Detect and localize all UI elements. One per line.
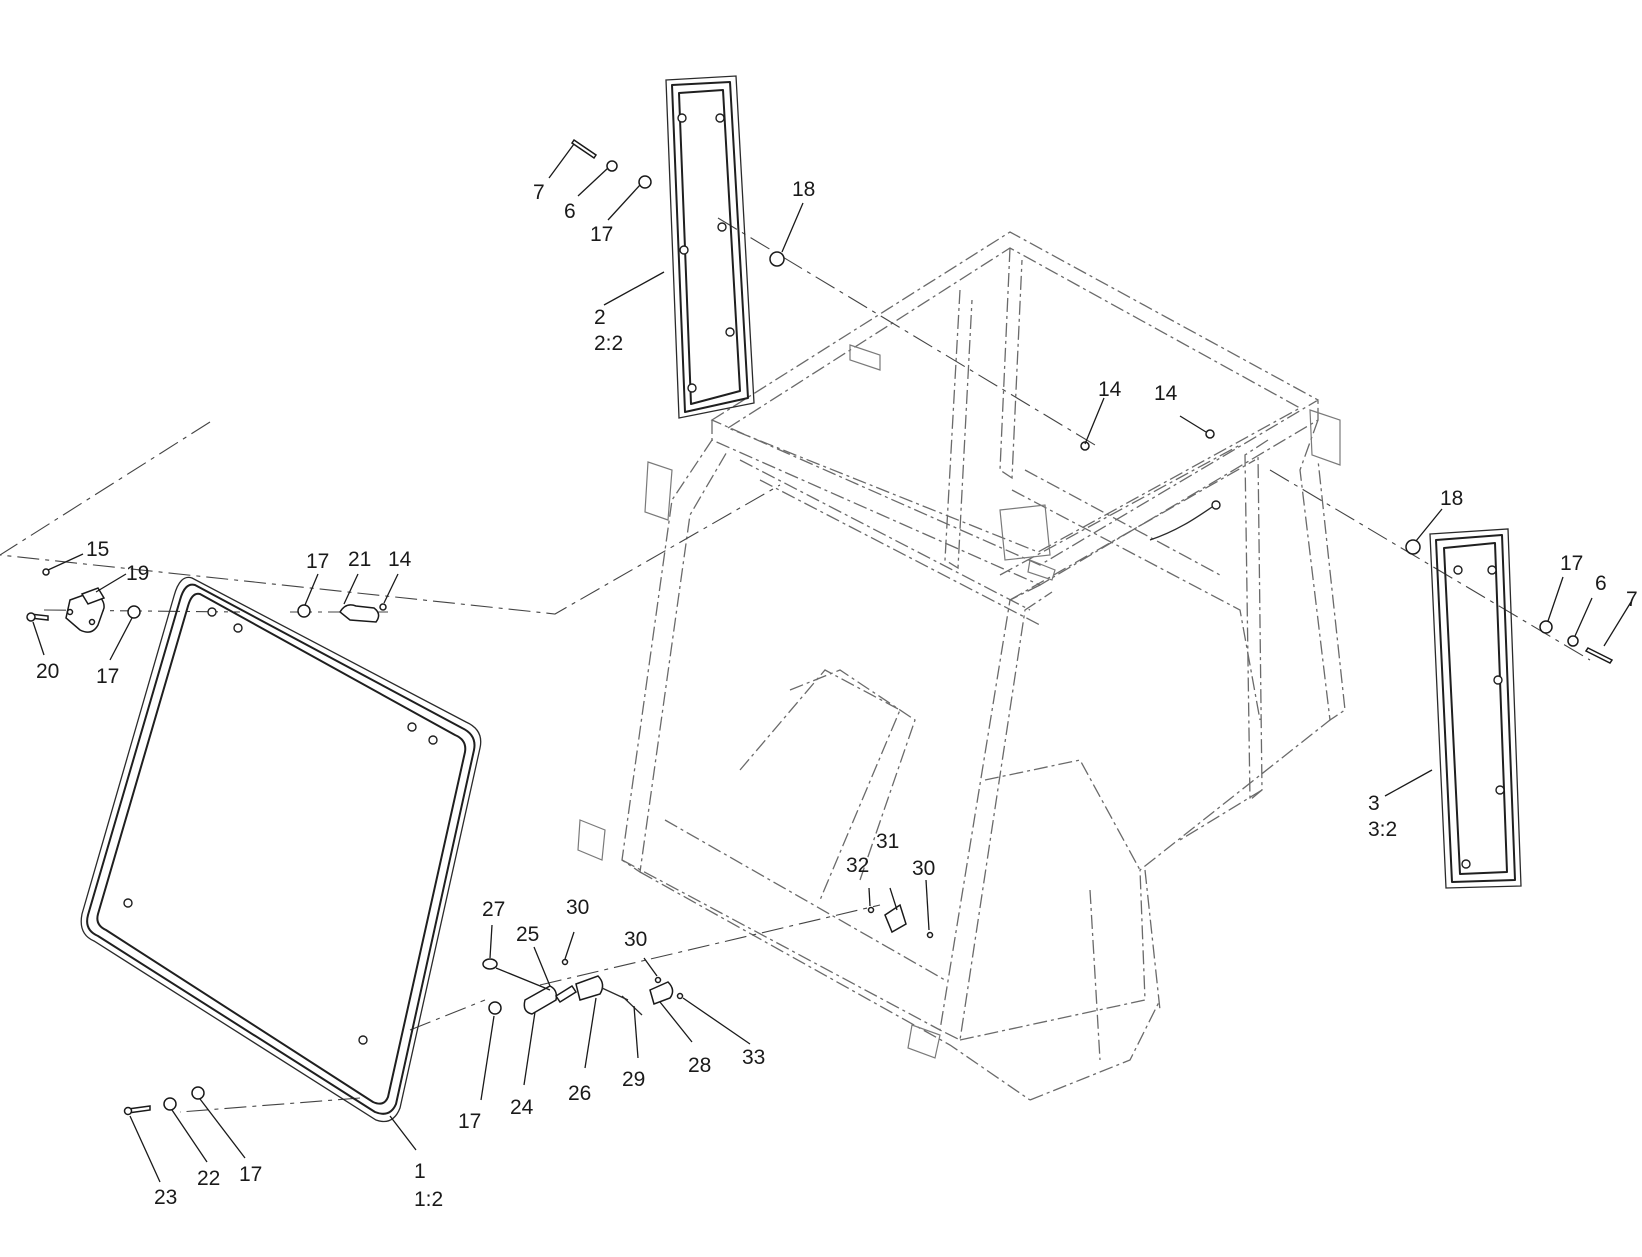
assembly-axis-lines xyxy=(0,217,1591,1113)
callout-1: 1 xyxy=(414,1160,426,1183)
callout-7-upper: 7 xyxy=(533,181,545,204)
callout-17-lower: 17 xyxy=(239,1163,262,1186)
callout-17-right: 17 xyxy=(1560,552,1583,575)
part-3-side-glass-right xyxy=(1080,429,1614,889)
part-1-door-glass xyxy=(80,576,482,1123)
latch-hardware xyxy=(123,903,934,1116)
callout-3: 3 xyxy=(1368,792,1380,815)
callout-2-qty: 2:2 xyxy=(594,332,623,355)
callout-32: 32 xyxy=(846,854,869,877)
callout-14-b: 14 xyxy=(1154,382,1178,405)
callout-17-latch: 17 xyxy=(458,1110,481,1133)
callout-15: 15 xyxy=(86,538,109,561)
callout-24: 24 xyxy=(510,1096,534,1119)
callout-30-latch-a: 30 xyxy=(566,896,589,919)
callout-18-right: 18 xyxy=(1440,487,1463,510)
callout-17-hinge-right: 17 xyxy=(306,550,329,573)
callout-23: 23 xyxy=(154,1186,177,1209)
callout-33: 33 xyxy=(742,1046,765,1069)
callout-30-latch-b: 30 xyxy=(624,928,647,951)
callout-1-qty: 1:2 xyxy=(414,1188,443,1211)
callout-labels: 7 6 17 18 2 2:2 14 14 18 17 6 7 3 3:2 15… xyxy=(36,178,1638,1211)
callout-17-upper: 17 xyxy=(590,223,613,246)
callout-20: 20 xyxy=(36,660,59,683)
callout-18-upper: 18 xyxy=(792,178,815,201)
callout-26: 26 xyxy=(568,1082,591,1105)
callout-29: 29 xyxy=(622,1068,645,1091)
callout-21: 21 xyxy=(348,548,371,571)
callout-22: 22 xyxy=(197,1167,220,1190)
callout-30-frame: 30 xyxy=(912,857,935,880)
callout-17-hinge-left: 17 xyxy=(96,665,119,688)
callout-7-right: 7 xyxy=(1626,588,1638,611)
callout-6-upper: 6 xyxy=(564,200,576,223)
callout-25: 25 xyxy=(516,923,539,946)
callout-14-a: 14 xyxy=(1098,378,1122,401)
callout-14-hinge: 14 xyxy=(388,548,412,571)
callout-3-qty: 3:2 xyxy=(1368,818,1397,841)
callout-19: 19 xyxy=(126,562,149,585)
cab-frame xyxy=(577,231,1346,1101)
callout-6-right: 6 xyxy=(1595,572,1607,595)
upper-hinge-hardware xyxy=(26,568,387,633)
callout-2: 2 xyxy=(594,306,606,329)
leader-lines xyxy=(32,143,1632,1183)
callout-31: 31 xyxy=(876,830,899,853)
callout-27: 27 xyxy=(482,898,505,921)
callout-28: 28 xyxy=(688,1054,711,1077)
part-2-rear-glass-upper xyxy=(570,75,785,419)
